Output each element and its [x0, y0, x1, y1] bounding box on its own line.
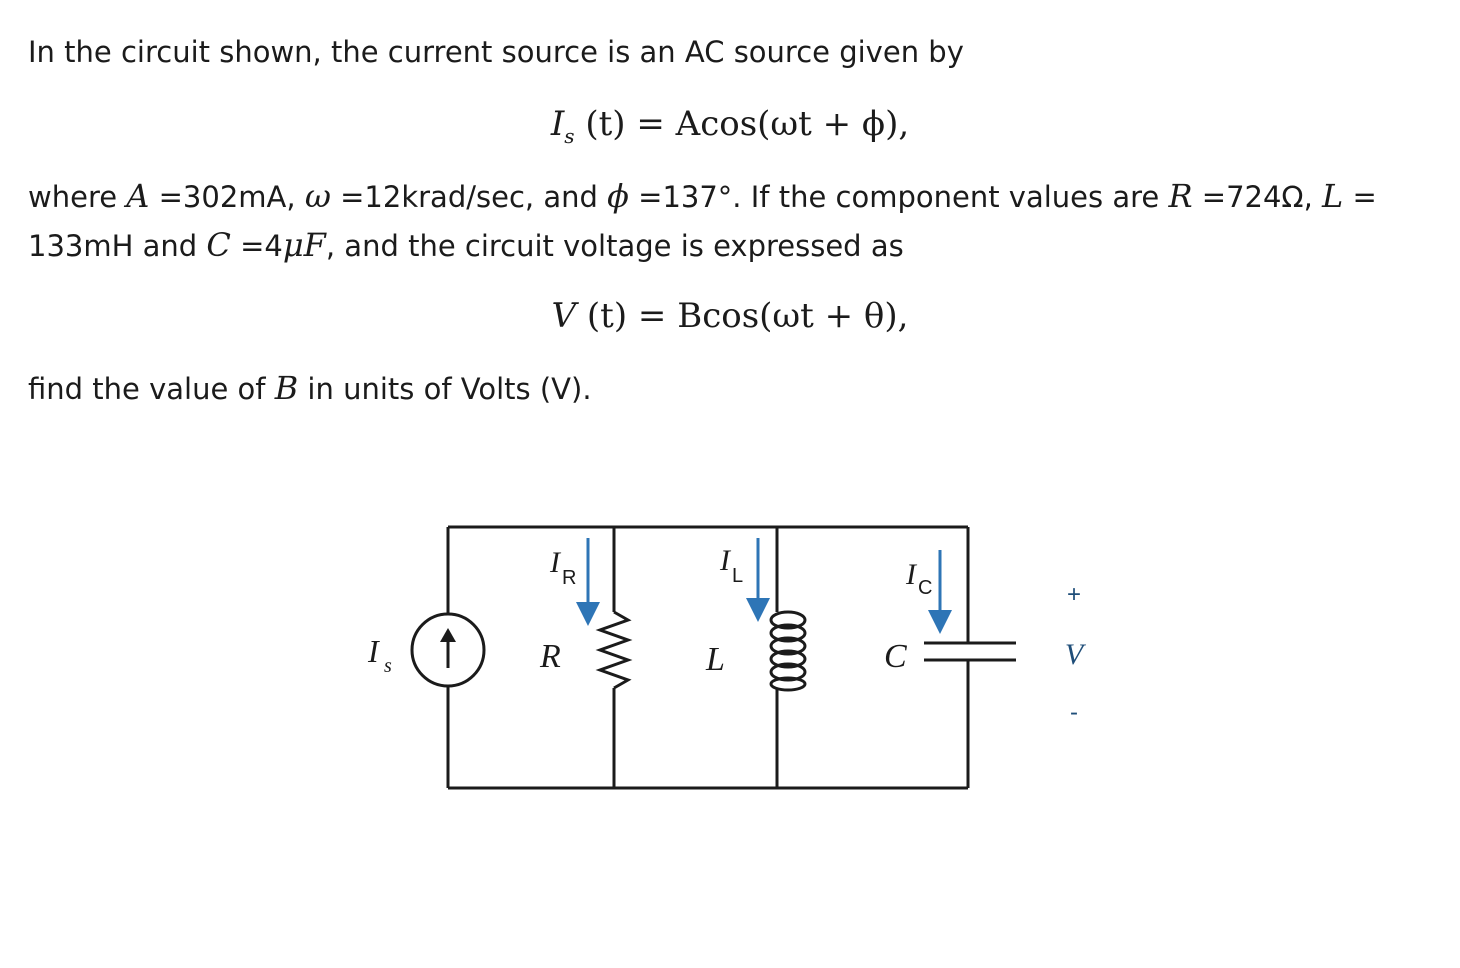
resistor-label: R — [539, 638, 561, 675]
eq2-lhs-arg: (t) — [586, 296, 628, 336]
source-label: I — [367, 633, 380, 669]
C-unit: μF — [282, 226, 326, 264]
il-label-sub: L — [732, 565, 743, 587]
inductor-coil — [769, 610, 807, 692]
voltage-minus: - — [1070, 699, 1078, 726]
parameters-text: where A =302mA, ω =12krad/sec, and ϕ =13… — [28, 172, 1377, 270]
where-t3: =12krad/sec, and — [330, 180, 608, 214]
ic-label: I — [905, 558, 918, 591]
il-label: I — [719, 544, 732, 577]
ic-label-sub: C — [918, 577, 932, 599]
circuit-wires — [446, 525, 970, 790]
eq1-lhs-var: I — [550, 104, 565, 144]
eq1-rhs: = Acos(ωt + ϕ), — [636, 104, 910, 144]
current-source — [410, 612, 486, 688]
B-symbol: B — [274, 369, 299, 407]
source-equation: Is (t) = Acos(ωt + ϕ), — [0, 100, 1460, 160]
A-symbol: A — [126, 177, 150, 215]
capacitor-symbol — [924, 641, 1016, 662]
where-t6: = — [1343, 180, 1377, 214]
find-t1: find the value of — [28, 372, 275, 406]
voltage-equation: V (t) = Bcos(ωt + θ), — [0, 292, 1460, 340]
eq1-lhs-sub: s — [564, 123, 575, 148]
omega-symbol: ω — [304, 177, 331, 215]
ir-label-sub: R — [562, 567, 576, 589]
phi-symbol: ϕ — [607, 177, 629, 215]
voltage-label: V — [1065, 638, 1087, 671]
second-t1: 133mH and — [28, 229, 207, 263]
where-t1: where — [28, 180, 127, 214]
eq1-lhs-arg: (t) — [585, 104, 626, 144]
voltage-plus: + — [1067, 581, 1081, 608]
intro-sentence: In the circuit shown, the current source… — [28, 35, 964, 69]
C-symbol: C — [206, 226, 231, 264]
resistor-symbol — [595, 610, 633, 690]
R-symbol: R — [1168, 177, 1193, 215]
find-t2: in units of Volts (V). — [298, 372, 592, 406]
source-label-sub: s — [384, 655, 392, 677]
eq2-lhs-var: V — [551, 296, 577, 336]
inductor-label: L — [705, 641, 725, 678]
capacitor-label: C — [884, 638, 907, 675]
where-t2: =302mA, — [149, 180, 305, 214]
L-symbol: L — [1322, 177, 1344, 215]
intro-text: In the circuit shown, the current source… — [28, 28, 964, 76]
where-t5: =724Ω, — [1192, 180, 1323, 214]
second-t3: , and the circuit voltage is expressed a… — [325, 229, 904, 263]
second-t2: =4 — [230, 229, 283, 263]
question-text: find the value of B in units of Volts (V… — [28, 364, 592, 413]
circuit-diagram: I s R L C I R I L I C + V - — [367, 525, 1087, 790]
ir-label: I — [549, 546, 562, 579]
where-t4: =137°. If the component values are — [628, 180, 1169, 214]
source-arrow-icon — [440, 628, 456, 642]
eq2-rhs: = Bcos(ωt + θ), — [637, 296, 909, 336]
